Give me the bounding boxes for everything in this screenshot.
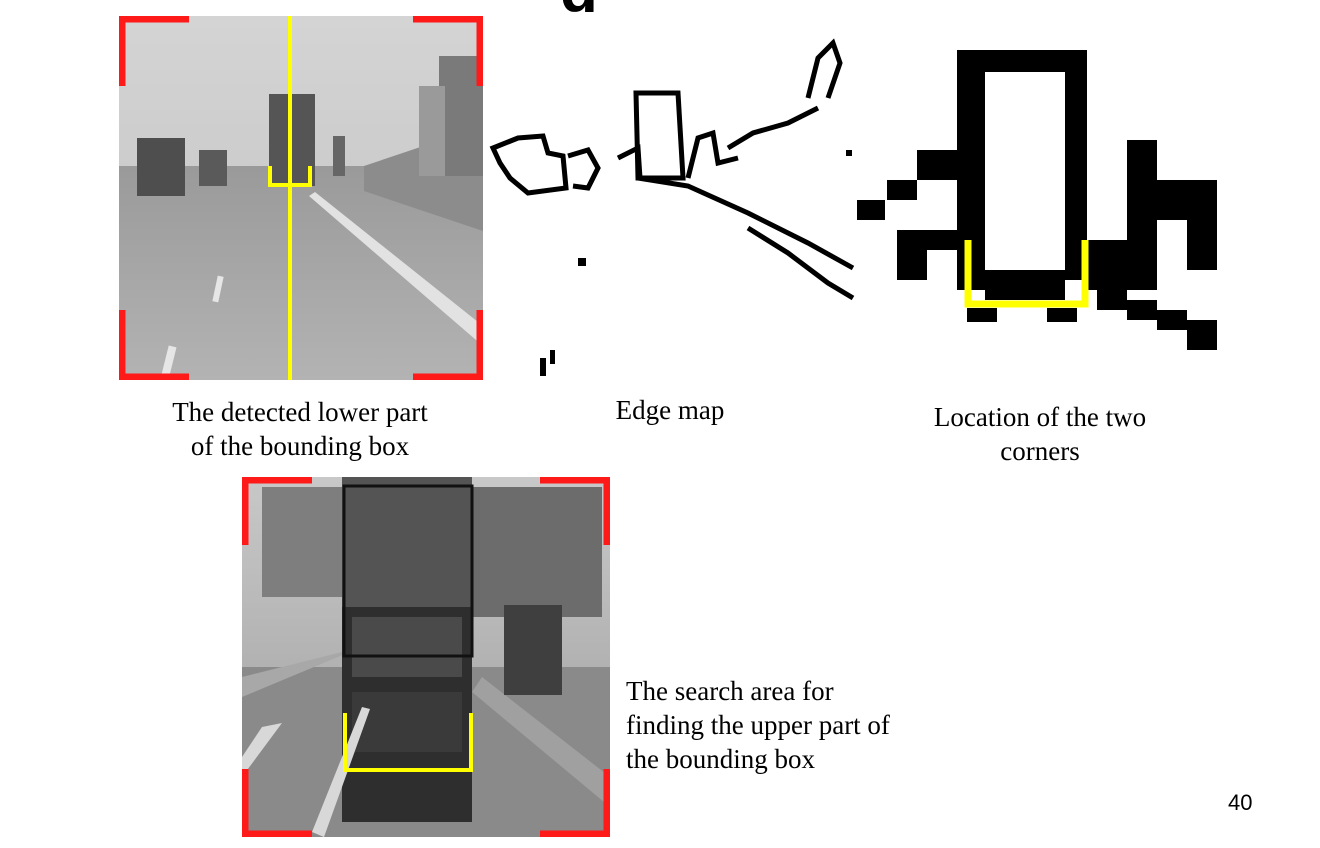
caption-edge-map: Edge map	[615, 395, 725, 425]
page-number: 40	[1228, 790, 1253, 815]
edge-map-image	[488, 38, 858, 380]
caption-search-area: The search area for finding the upper pa…	[626, 674, 986, 776]
search-area-image	[242, 477, 610, 837]
caption-corners: Location of the two corners	[880, 400, 1200, 468]
road-scene-illustration	[119, 16, 483, 380]
caption-lower-part-line-2: of the bounding box	[190, 431, 410, 461]
caption-search-area-line-3: the bounding box	[626, 744, 815, 774]
slide-title-fragment: g	[560, 0, 650, 12]
search-area-illustration	[242, 477, 610, 837]
caption-corners-line-1: Location of the two	[933, 402, 1147, 432]
caption-lower-part: The detected lower part of the bounding …	[120, 395, 480, 463]
corners-illustration	[857, 20, 1217, 366]
road-image-lower-part	[119, 16, 483, 380]
caption-corners-line-2: corners	[1000, 436, 1080, 466]
caption-search-area-line-2: finding the upper part of	[626, 710, 890, 740]
corners-location-image	[857, 20, 1217, 366]
edge-map-illustration	[488, 38, 858, 380]
caption-search-area-line-1: The search area for	[626, 676, 834, 706]
caption-lower-part-line-1: The detected lower part	[172, 397, 428, 427]
